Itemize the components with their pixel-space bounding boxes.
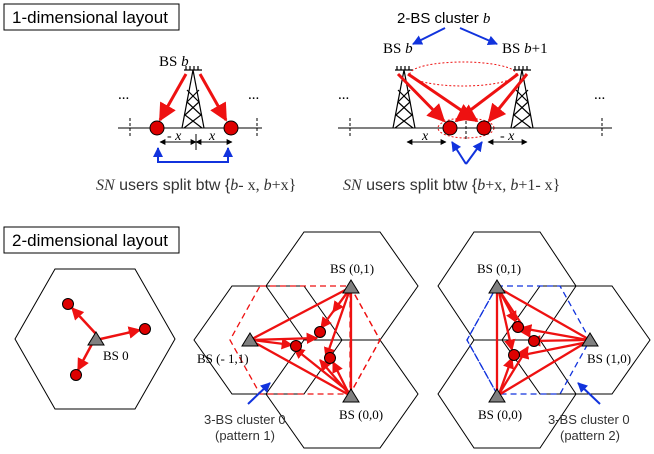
user-node: [512, 321, 524, 333]
caption-1d-right: SN users split btw {b+x, b+1- x}: [343, 177, 560, 194]
panel-1d-left: BS b ... ...: [96, 54, 296, 194]
bs-label-bottom: BS (0,0): [478, 407, 522, 422]
user-node: [290, 340, 302, 352]
user-node: [139, 323, 151, 335]
split-arrow: [451, 141, 467, 165]
panel-single-cell: BS 0: [14, 268, 176, 410]
cluster-pattern-1: (pattern 1): [215, 428, 275, 443]
ellipsis-left: ...: [118, 87, 129, 103]
cluster-label: 2-BS cluster b: [397, 10, 491, 27]
cluster-links: [249, 285, 353, 398]
title-box-2d: [3, 226, 180, 254]
cluster-label-1: 3-BS cluster 0: [204, 412, 286, 427]
tower-icon: [510, 66, 534, 129]
bs-triangle: [581, 332, 599, 347]
bs-label-left: BS (- 1,1): [197, 351, 249, 366]
panel-1d-right: 2-BS cluster b BS b BS b+1 ... ...: [338, 10, 612, 194]
link-arrow: [71, 307, 97, 335]
title-1d: 1-dimensional layout: [12, 8, 168, 27]
bs-triangle: [87, 331, 105, 346]
user-node: [324, 352, 336, 364]
bs-label-top: BS (0,1): [477, 261, 521, 276]
cluster-links: [495, 286, 591, 397]
span-left-label: - x: [167, 129, 182, 144]
cluster-pattern-2: (pattern 2): [560, 428, 620, 443]
title-2d: 2-dimensional layout: [12, 231, 168, 250]
link-arrow: [487, 73, 529, 123]
split-bracket: [153, 147, 233, 163]
user-node: [149, 120, 165, 136]
bs-triangle: [342, 388, 360, 403]
panel-pattern-1: BS (0,1) BS (- 1,1) BS (0,0) 3-BS cluste…: [193, 231, 419, 449]
cluster-arrow-right: [459, 27, 498, 46]
cluster-label-2: 3-BS cluster 0: [548, 412, 630, 427]
user-node: [70, 369, 82, 381]
bs-label-top: BS (0,1): [330, 261, 374, 276]
span-right-label: x: [208, 129, 216, 144]
cluster-pointer: [247, 382, 271, 405]
section-1d: 1-dimensional layout BS b ... ...: [3, 3, 612, 194]
bs-triangle: [241, 332, 259, 347]
bs-b-label: BS b: [159, 54, 189, 70]
link-arrow: [95, 326, 142, 342]
cluster-outline: [466, 283, 498, 397]
ellipsis-right: ...: [594, 87, 605, 103]
bs-b-label-2: BS b: [383, 41, 413, 57]
title-box-1d: [3, 3, 180, 31]
tower-icon: [181, 66, 205, 129]
bs-triangle: [488, 388, 506, 403]
cluster-outline: [349, 283, 381, 397]
user-node: [314, 326, 326, 338]
bs-triangle: [342, 279, 360, 294]
ellipsis-right: ...: [248, 87, 259, 103]
span-left-label: x: [421, 129, 429, 144]
span-right-label: - x: [500, 129, 515, 144]
bs-b1-label: BS b+1: [502, 41, 548, 57]
tower-icon: [392, 66, 416, 129]
hex-cell: [14, 268, 176, 410]
split-arrow: [465, 141, 483, 165]
user-node: [528, 335, 540, 347]
cluster-pointer: [577, 382, 601, 405]
link-arrow: [198, 73, 228, 122]
user-node: [476, 120, 492, 136]
caption-1d-left: SN users split btw {b- x, b+x}: [96, 177, 296, 194]
link-arrow: [396, 72, 446, 123]
user-node: [62, 298, 74, 310]
user-node: [442, 120, 458, 136]
cluster-ellipse-top: [409, 61, 517, 87]
panel-pattern-2: BS (0,1) BS (1,0) BS (0,0) 3-BS cluster …: [437, 231, 651, 449]
link-arrow: [158, 73, 188, 122]
ellipsis-left: ...: [338, 87, 349, 103]
bs-label-right: BS (1,0): [587, 351, 631, 366]
user-node: [508, 349, 520, 361]
link-arrow: [454, 72, 519, 123]
bs-label-bottom: BS (0,0): [339, 407, 383, 422]
bs-triangle: [488, 279, 506, 294]
user-node: [223, 120, 239, 136]
section-2d: 2-dimensional layout BS 0: [3, 226, 651, 449]
cluster-arrow-left: [412, 27, 446, 45]
bs0-label: BS 0: [103, 348, 129, 363]
link-arrow: [76, 343, 94, 372]
